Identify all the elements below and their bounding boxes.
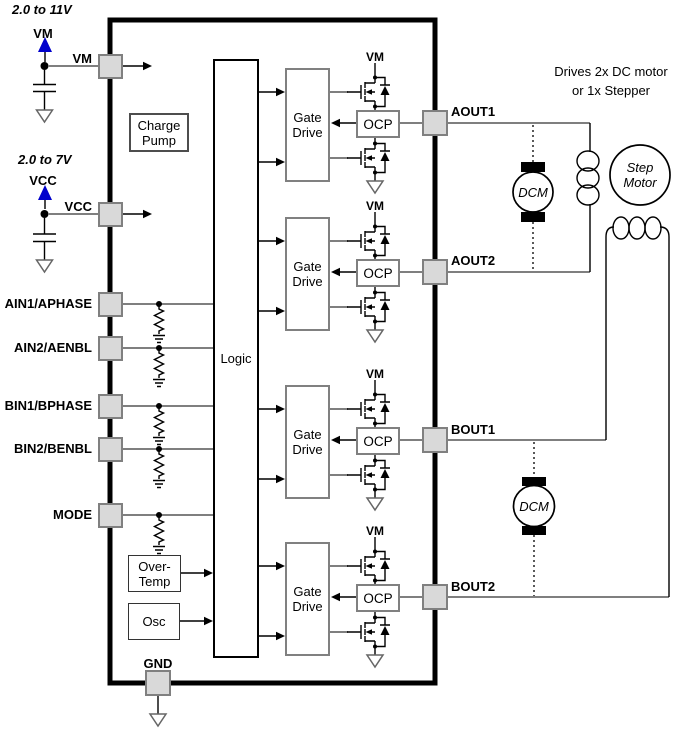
vcc-supply-circuit — [33, 185, 152, 274]
ocp-block-4: OCP — [356, 584, 400, 612]
pin-label-aout1: AOUT1 — [451, 104, 496, 119]
pin-vcc — [98, 202, 123, 227]
vm-rail-label-4: VM — [366, 524, 384, 538]
gate-drive-block-2: Gate Drive — [285, 217, 330, 331]
logic-block: Logic — [213, 59, 259, 658]
pin-label-mode: MODE — [53, 507, 92, 522]
supply-arrow-icon — [38, 185, 52, 200]
pin-label-vm: VM — [72, 51, 93, 66]
vm-range-label: 2.0 to 11V — [12, 2, 72, 17]
ocp-block-1: OCP — [356, 110, 400, 138]
input-nets — [123, 301, 213, 555]
pin-aout2 — [422, 259, 448, 285]
ground-icon — [148, 713, 168, 728]
pin-label-aout2: AOUT2 — [451, 253, 496, 268]
dc-motor-b-label: DCM — [519, 499, 549, 514]
step-motor-label: Step Motor — [623, 160, 657, 190]
pin-bin1-bphase — [98, 394, 123, 419]
gate-drive-block-3: Gate Drive — [285, 385, 330, 499]
gate-drive-block-1: Gate Drive — [285, 68, 330, 182]
vm-supply-label: VM — [33, 26, 53, 41]
vcc-supply-label: VCC — [29, 173, 57, 188]
pin-label-bout1: BOUT1 — [451, 422, 496, 437]
vm-rail-label-3: VM — [366, 367, 384, 381]
pin-gnd — [145, 670, 171, 696]
supply-arrow-icon — [38, 37, 52, 52]
bout-net — [448, 216, 670, 598]
vcc-range-label: 2.0 to 7V — [18, 152, 72, 167]
pin-bout2 — [422, 584, 448, 610]
stepper-winding-a-icon — [576, 150, 600, 206]
ocp-block-3: OCP — [356, 427, 400, 455]
capacitor-icon — [33, 233, 56, 243]
over-temp-block: Over- Temp — [128, 555, 181, 592]
dc-motor-b-icon — [512, 442, 556, 596]
pin-mode — [98, 503, 123, 528]
dc-motor-a-label: DCM — [518, 185, 548, 200]
pin-label-bout2: BOUT2 — [451, 579, 496, 594]
capacitor-icon — [33, 83, 56, 93]
drives-note: Drives 2x DC motor or 1x Stepper — [554, 64, 668, 98]
charge-pump-block: Charge Pump — [129, 113, 189, 152]
aout-net — [448, 122, 600, 273]
pin-ain1-aphase — [98, 292, 123, 317]
pin-label-bin2-benbl: BIN2/BENBL — [13, 441, 92, 456]
pin-label-bin1-bphase: BIN1/BPHASE — [4, 398, 92, 413]
ground-icon — [35, 259, 54, 274]
pin-aout1 — [422, 110, 448, 136]
ground-icon — [35, 109, 54, 124]
pin-ain2-aenbl — [98, 336, 123, 361]
vm-supply-circuit — [33, 37, 152, 124]
ocp-block-2: OCP — [356, 259, 400, 287]
gnd-circuit — [148, 696, 168, 728]
pin-label-gnd: GND — [143, 656, 173, 671]
pin-label-ain2-aenbl: AIN2/AENBL — [13, 340, 92, 355]
internal-arrows — [180, 568, 213, 626]
pin-bin2-benbl — [98, 437, 123, 462]
gate-drive-block-4: Gate Drive — [285, 542, 330, 656]
vm-rail-label-1: VM — [366, 50, 384, 64]
step-motor-icon — [609, 144, 671, 206]
pin-vm — [98, 54, 123, 79]
vm-rail-label-2: VM — [366, 199, 384, 213]
pin-label-ain1-aphase: AIN1/APHASE — [4, 296, 92, 311]
pin-label-vcc: VCC — [64, 199, 92, 214]
osc-block: Osc — [128, 603, 180, 640]
dc-motor-a-icon — [512, 125, 554, 271]
stepper-winding-b-icon — [612, 216, 662, 240]
pin-bout1 — [422, 427, 448, 453]
